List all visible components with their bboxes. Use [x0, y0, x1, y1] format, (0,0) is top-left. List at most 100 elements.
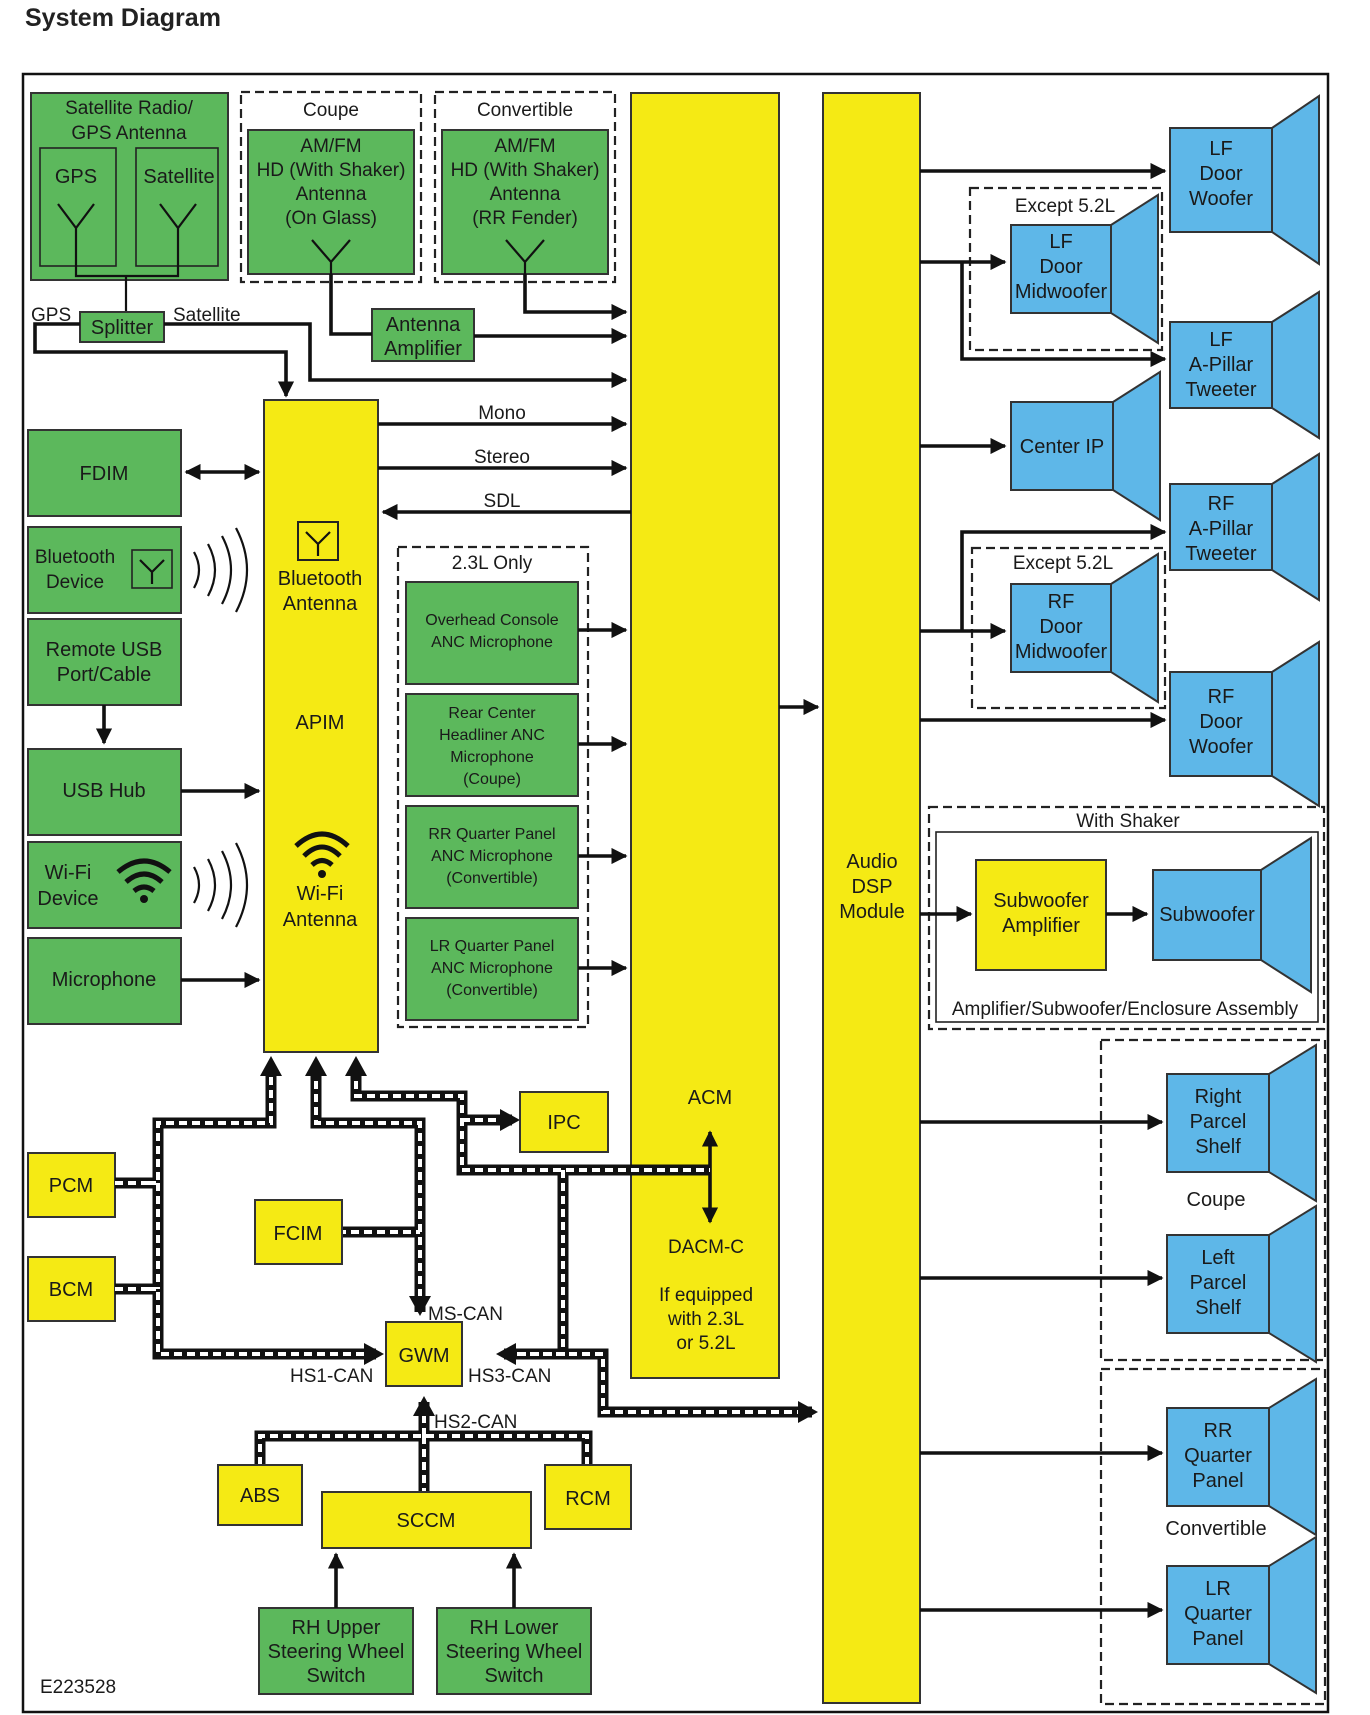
- rr-panel-line-2: Quarter: [1184, 1445, 1252, 1467]
- bluetooth-antenna-line-1: Bluetooth: [278, 568, 363, 590]
- acm-label: ACM: [688, 1087, 732, 1109]
- fdim-label: FDIM: [80, 463, 129, 485]
- mic2-line-2: Headliner ANC: [439, 727, 545, 744]
- rh-upper-steering-switch: [258, 1607, 414, 1695]
- shaker-group: [927, 805, 1326, 1031]
- satellite-label: Satellite: [143, 166, 214, 188]
- right-shelf-line-2: Parcel: [1190, 1111, 1247, 1133]
- rcm-label: RCM: [565, 1488, 611, 1510]
- rf-mid-line-3: Midwoofer: [1015, 641, 1108, 663]
- mic-group: [396, 545, 590, 1029]
- except-label-2: Except 5.2L: [1013, 553, 1113, 574]
- rf-a-pillar-tweeter-cone: [1271, 452, 1320, 602]
- amplifier-line-1: Antenna: [386, 314, 461, 336]
- wifi-antenna-line-1: Wi-Fi: [297, 883, 344, 905]
- rh-upper-line-2: Steering Wheel: [268, 1641, 405, 1663]
- rh-lower-line-2: Steering Wheel: [446, 1641, 583, 1663]
- rf-woofer-line-1: RF: [1208, 686, 1235, 708]
- right-parcel-shelf-cone: [1268, 1043, 1317, 1203]
- mic2-line-4: (Coupe): [463, 771, 521, 788]
- lf-tweeter-line-1: LF: [1209, 329, 1232, 351]
- fdim-module: [27, 429, 182, 517]
- rr-quarter-panel: [1166, 1407, 1270, 1507]
- mic2-line-1: Rear Center: [448, 705, 536, 722]
- except-group-2: [970, 546, 1167, 710]
- lf-door-woofer: [1169, 127, 1273, 233]
- gwm-module: [385, 1321, 463, 1387]
- lf-woofer-line-1: LF: [1209, 138, 1232, 160]
- convertible-am-fm-antenna: [441, 129, 609, 275]
- mic-group-label: 2.3L Only: [452, 553, 533, 574]
- splitter-label: Splitter: [91, 317, 154, 339]
- gps-out-label: GPS: [31, 305, 71, 326]
- satellite-antenna-title-1: Satellite Radio/: [65, 98, 194, 119]
- convertible-antenna-group: [433, 90, 617, 284]
- rf-door-woofer-cone: [1271, 640, 1320, 808]
- gps-antenna-icon: [57, 203, 95, 268]
- wifi-device-icon: [116, 858, 172, 903]
- mic1-line-2: ANC Microphone: [431, 634, 553, 651]
- coupe-antenna-group: [239, 90, 423, 284]
- abs-label: ABS: [240, 1485, 280, 1507]
- mono-label: Mono: [478, 403, 526, 424]
- left-shelf-line-2: Parcel: [1190, 1272, 1247, 1294]
- figure-id: E223528: [40, 1677, 116, 1698]
- coupe-group-label: Coupe: [303, 100, 359, 121]
- lf-door-woofer-cone: [1271, 94, 1320, 266]
- bluetooth-device-icon: [131, 549, 173, 589]
- lf-mid-line-2: Door: [1039, 256, 1083, 278]
- dacm-note-1: If equipped: [659, 1285, 753, 1306]
- subwoofer-cone: [1260, 836, 1312, 994]
- assembly-label: Amplifier/Subwoofer/Enclosure Assembly: [952, 999, 1299, 1020]
- mic4-line-1: LR Quarter Panel: [430, 938, 555, 955]
- sub-amp-line-1: Subwoofer: [993, 890, 1089, 912]
- pcm-label: PCM: [49, 1175, 93, 1197]
- lr-panel-line-3: Panel: [1192, 1628, 1243, 1650]
- gps-label: GPS: [55, 166, 97, 188]
- shaker-group-label: With Shaker: [1076, 811, 1180, 832]
- lf-mid-line-1: LF: [1049, 231, 1072, 253]
- ms-can-label: MS-CAN: [428, 1304, 503, 1325]
- bluetooth-device: [27, 526, 182, 614]
- wifi-antenna-line-2: Antenna: [283, 909, 358, 931]
- lf-tweeter-line-2: A-Pillar: [1189, 354, 1254, 376]
- rf-tweeter-line-1: RF: [1208, 493, 1235, 515]
- rh-lower-steering-switch: [436, 1607, 592, 1695]
- rf-mid-line-2: Door: [1039, 616, 1083, 638]
- rh-lower-line-1: RH Lower: [470, 1617, 559, 1639]
- wifi-device-line-1: Wi-Fi: [45, 862, 92, 884]
- apim-module: [263, 399, 379, 1053]
- coupe-antenna-line-1: AM/FM: [300, 136, 361, 157]
- overhead-console-mic: [405, 581, 579, 685]
- fcim-label: FCIM: [274, 1223, 323, 1245]
- subwoofer-label: Subwoofer: [1159, 904, 1255, 926]
- rf-door-midwoofer-cone: [1110, 552, 1159, 704]
- right-shelf-line-3: Shelf: [1195, 1136, 1241, 1158]
- center-ip-cone: [1112, 370, 1161, 522]
- lr-panel-line-2: Quarter: [1184, 1603, 1252, 1625]
- rf-woofer-line-2: Door: [1199, 711, 1243, 733]
- lr-quarter-panel-cone: [1268, 1535, 1317, 1695]
- lf-door-midwoofer: [1010, 224, 1112, 314]
- rf-woofer-line-3: Woofer: [1189, 736, 1253, 758]
- rf-a-pillar-tweeter: [1169, 483, 1273, 571]
- hs1-can-label: HS1-CAN: [290, 1366, 373, 1387]
- rh-upper-line-1: RH Upper: [292, 1617, 381, 1639]
- splitter: [79, 311, 165, 343]
- conv-antenna-line-3: Antenna: [490, 184, 561, 205]
- rf-mid-line-1: RF: [1048, 591, 1075, 613]
- bluetooth-device-line-1: Bluetooth: [35, 547, 115, 568]
- coupe-am-fm-antenna: [247, 129, 415, 275]
- satellite-antenna-icon: [159, 203, 197, 268]
- rr-quarter-panel-cone: [1268, 1377, 1317, 1537]
- diagram-frame: [21, 72, 1330, 1714]
- gwm-label: GWM: [398, 1345, 449, 1367]
- right-shelf-line-1: Right: [1195, 1086, 1242, 1108]
- mic3-line-2: ANC Microphone: [431, 848, 553, 865]
- coupe-speaker-label: Coupe: [1187, 1189, 1246, 1211]
- conv-antenna-line-2: HD (With Shaker): [451, 160, 600, 181]
- right-parcel-shelf: [1166, 1073, 1270, 1173]
- convertible-antenna-icon: [505, 239, 545, 274]
- rr-panel-line-3: Panel: [1192, 1470, 1243, 1492]
